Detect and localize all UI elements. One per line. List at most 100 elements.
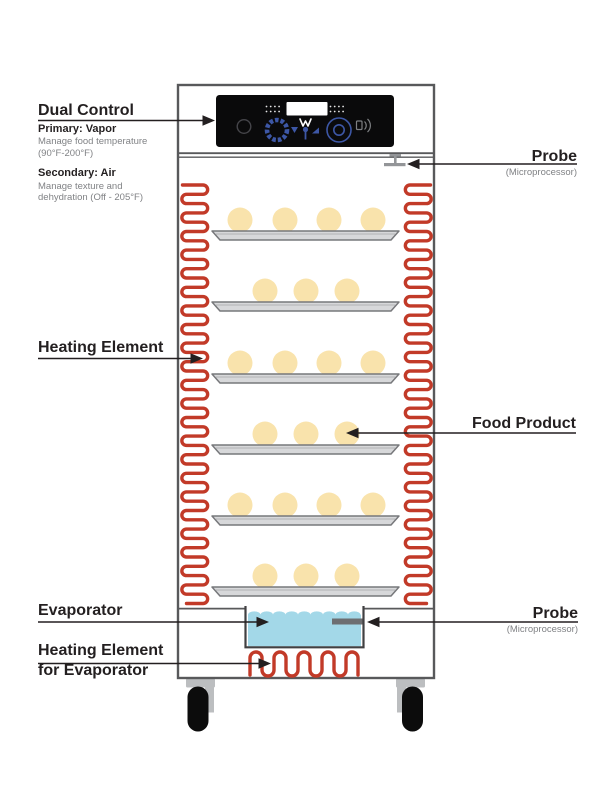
food-item [252, 278, 278, 304]
caster-brackets [186, 678, 425, 713]
shelf-tray [211, 301, 400, 312]
cabinet-frame-lines [179, 152, 433, 610]
food-item [316, 207, 342, 233]
food-item [316, 492, 342, 518]
indicator-dot [278, 105, 280, 108]
heating-element-label: Heating Element [38, 339, 164, 356]
food-product-leader [346, 427, 576, 439]
mode-dial [264, 117, 290, 143]
indicator-dot [274, 105, 276, 108]
arrow-right-icon [258, 658, 271, 669]
evaporator-label: Evaporator [38, 602, 123, 619]
primary-vapor-label: Primary: Vapor [38, 123, 117, 135]
arrow-right-icon [190, 353, 203, 364]
arrow-left-icon [407, 158, 420, 170]
food-item [272, 207, 298, 233]
control-panel [216, 95, 394, 147]
display-screen [286, 102, 328, 116]
arrow-left-icon [346, 427, 359, 439]
indicator-dot [333, 110, 336, 113]
food-item [334, 278, 360, 304]
food-item [272, 350, 298, 376]
shelf-tray [211, 373, 400, 384]
power-button [236, 118, 252, 134]
heating-element-leader [38, 353, 203, 364]
food-item [227, 350, 253, 376]
food-item [227, 207, 253, 233]
indicator-dot [269, 105, 272, 108]
water-surface [248, 611, 361, 647]
food-item [334, 563, 360, 589]
shelf-tray [211, 515, 400, 526]
basin-walls [244, 606, 365, 649]
indicator-dot [265, 105, 268, 108]
speaker-icon [355, 118, 371, 133]
food-item [360, 492, 386, 518]
indicator-dot [333, 105, 336, 108]
probe-top-label: Probe [531, 148, 577, 165]
secondary-desc-line1: Manage texture and [38, 181, 123, 192]
air-mode-icon [312, 127, 319, 134]
leader-arrows [38, 115, 578, 669]
food-item [272, 492, 298, 518]
probe-top-icon [384, 154, 406, 167]
indicator-dot [342, 105, 344, 108]
indicator-dot [329, 105, 332, 108]
evaporator-heating-element-label-line1: Heating Element [38, 642, 164, 659]
food-item [316, 350, 342, 376]
indicator-dot [269, 110, 272, 113]
food-product-label: Food Product [472, 415, 576, 432]
evaporator-basin [244, 606, 365, 649]
secondary-desc-line2: dehydration (Off - 205°F) [38, 191, 144, 203]
start-button-center [332, 124, 345, 137]
indicator-dot [265, 110, 268, 113]
shelf [211, 207, 400, 241]
indicator-dot [338, 110, 340, 113]
probe-mode-icon [302, 126, 309, 133]
indicator-dot [278, 110, 280, 113]
indicator-dot [329, 110, 332, 113]
shelf-tray [211, 230, 400, 241]
wheel-right [402, 686, 423, 732]
primary-desc-line1: Manage food temperature [38, 136, 148, 147]
evaporator-leader [38, 616, 269, 628]
shelf [211, 421, 400, 455]
right-heating-coil [403, 183, 433, 606]
secondary-air-label: Secondary: Air [38, 167, 116, 179]
start-button-ring [326, 117, 352, 143]
shelf [211, 492, 400, 526]
panel-blue-controls [264, 117, 352, 143]
indicator-dot [342, 110, 344, 113]
evaporator-heating-element-leader [38, 658, 271, 669]
vapor-mode-icon [291, 127, 298, 133]
indicator-dot [338, 105, 340, 108]
steam-icon [299, 118, 312, 127]
evaporator-coil-path [248, 650, 360, 678]
shelf [211, 350, 400, 384]
wheel-left [187, 686, 209, 732]
shelf-tray [211, 444, 400, 455]
heating-coils [180, 183, 433, 606]
display-indicator-dots [265, 105, 344, 113]
arrow-right-icon [256, 616, 269, 628]
dual-control-label: Dual Control [38, 102, 134, 119]
probe-top-leader [407, 158, 577, 170]
evaporator-water [248, 611, 361, 647]
food-item [252, 421, 278, 447]
probe-bottom-leader [367, 616, 578, 628]
food-item [360, 350, 386, 376]
shelves [211, 207, 400, 597]
arrow-left-icon [367, 616, 380, 628]
food-item [293, 563, 319, 589]
food-item [252, 563, 278, 589]
food-item [334, 421, 360, 447]
probe-bottom-sublabel: (Microprocessor) [506, 624, 578, 635]
probe-top-sublabel: (Microprocessor) [505, 167, 577, 178]
caster-wheels [187, 686, 423, 732]
primary-desc-line2: (90°F-200°F) [38, 148, 94, 159]
evaporator-heating-element-label-line2: for Evaporator [38, 662, 149, 679]
food-item [227, 492, 253, 518]
food-item [293, 278, 319, 304]
left-heating-coil [180, 183, 210, 606]
